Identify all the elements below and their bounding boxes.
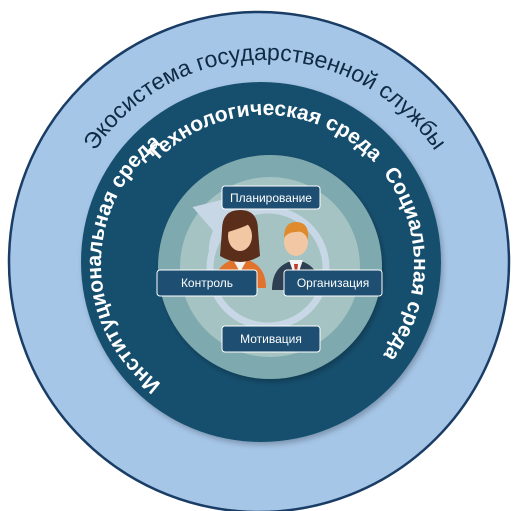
planning-box: Планирование <box>221 185 321 210</box>
motivation-box: Мотивация <box>221 325 321 353</box>
motivation-label: Мотивация <box>240 332 302 346</box>
control-label: Контроль <box>181 276 233 290</box>
organization-box: Организация <box>283 269 383 297</box>
control-box: Контроль <box>156 269 258 297</box>
planning-label: Планирование <box>230 191 312 205</box>
organization-label: Организация <box>297 276 369 290</box>
cycle-arrow <box>192 191 254 251</box>
